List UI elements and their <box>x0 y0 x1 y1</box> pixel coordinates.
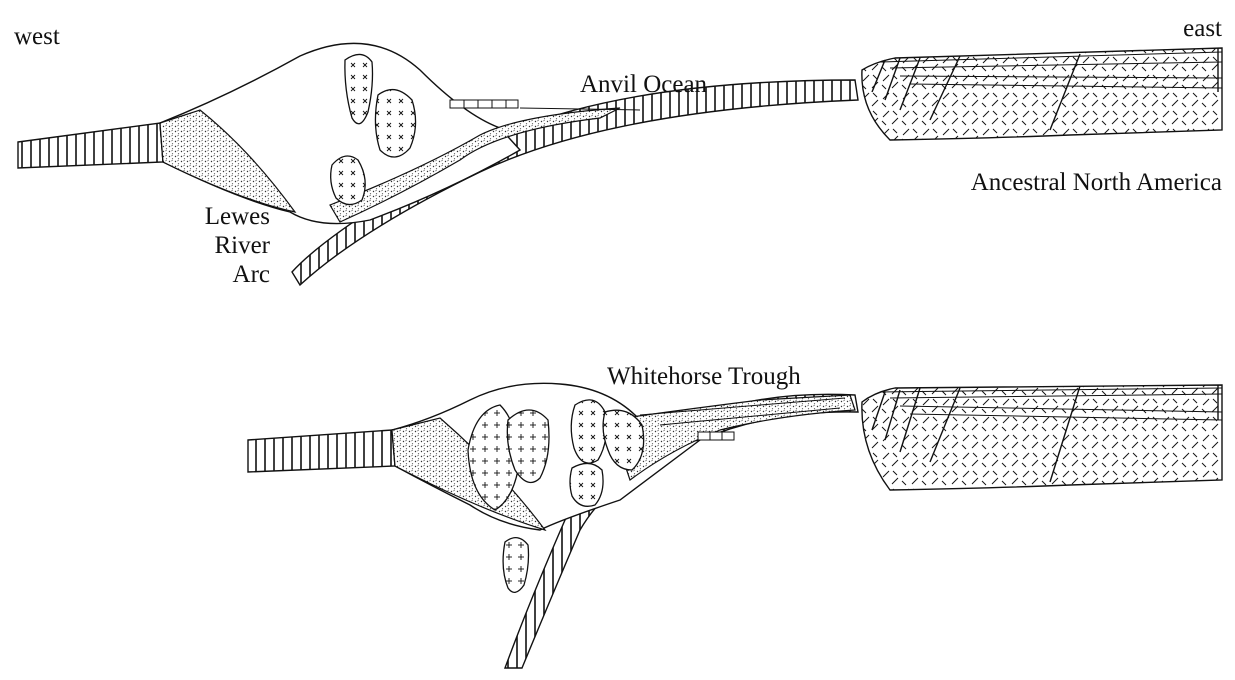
north-america-crust-top <box>862 48 1222 140</box>
west-oceanic-slab-bottom <box>248 430 395 472</box>
anvil-ocean-label: Anvil Ocean <box>580 71 708 98</box>
lewes-river-arc-label-line1: Lewes <box>205 203 270 230</box>
pluton-bottom-5 <box>570 463 603 506</box>
pluton-top-2 <box>375 90 415 157</box>
west-oceanic-slab <box>18 123 163 168</box>
bottom-section <box>248 383 1222 668</box>
west-label: west <box>14 23 60 50</box>
east-label: east <box>1183 15 1222 42</box>
lewes-river-arc-label-line3: Arc <box>233 261 270 288</box>
lewes-river-arc-label-line2: River <box>214 232 270 259</box>
whitehorse-trough-label: Whitehorse Trough <box>607 363 801 390</box>
ancestral-north-america-label: Ancestral North America <box>971 169 1222 196</box>
pluton-bottom-3 <box>571 400 606 463</box>
pluton-top-3 <box>331 156 366 205</box>
pluton-bottom-6 <box>503 538 528 593</box>
